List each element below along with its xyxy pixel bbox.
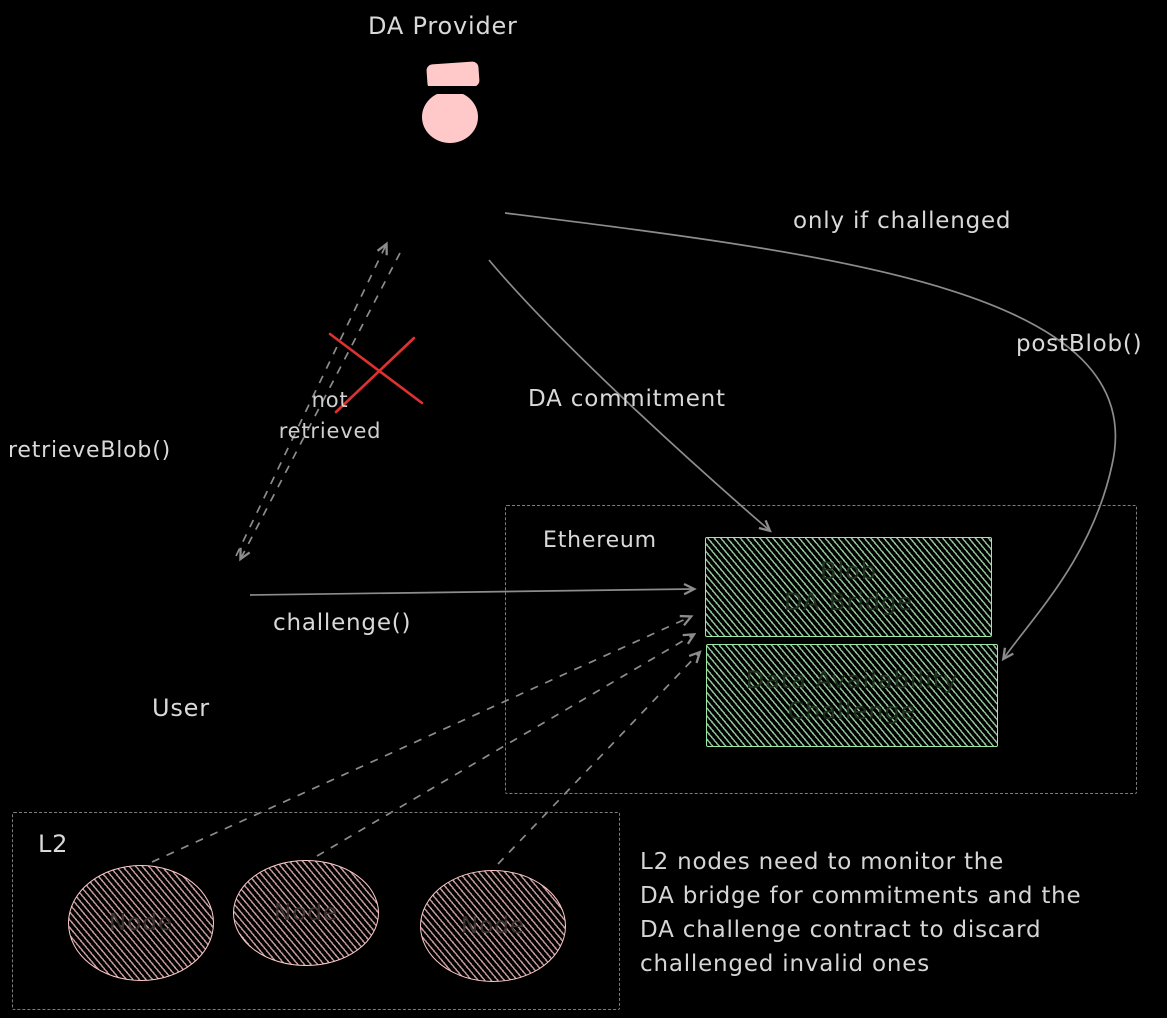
- note-line-3: DA challenge contract to discard: [640, 917, 1042, 943]
- l2-node-1-label: Node: [108, 910, 174, 936]
- not-retrieved-line1: not: [311, 388, 349, 412]
- retrieveblob-label: retrieveBlob(): [8, 438, 171, 463]
- node3-monitor-arrow: [497, 650, 702, 865]
- note-block: L2 nodes need to monitor the DA bridge f…: [640, 845, 1082, 981]
- note-line-1: L2 nodes need to monitor the: [640, 849, 1005, 875]
- only-if-challenged-label: only if challenged: [793, 208, 1012, 234]
- da-provider-icon: [414, 61, 488, 143]
- l2-node-3-label: Node: [460, 913, 526, 939]
- da-commitment-label: DA commitment: [528, 386, 726, 412]
- not-retrieved-label: not retrieved: [255, 385, 405, 447]
- ethereum-label: Ethereum: [543, 528, 657, 553]
- user-label: User: [152, 694, 210, 722]
- ethereum-container: [505, 505, 1137, 794]
- l2-label: L2: [38, 830, 69, 858]
- da-challenge-line1: Data Availability: [745, 665, 959, 694]
- note-line-2: DA bridge for commitments and the: [640, 883, 1082, 909]
- postblob-label: postBlob(): [1016, 331, 1143, 357]
- blob-da-bridge-line2: DA Bridge: [783, 588, 914, 616]
- l2-node-1: Node: [68, 865, 214, 981]
- l2-node-3: Node: [420, 870, 566, 982]
- not-retrieved-line2: retrieved: [278, 419, 382, 443]
- da-challenge-box: Data Availability Challenge: [706, 644, 998, 747]
- blob-da-bridge-line1: Blob: [819, 557, 878, 585]
- not-retrieved-cross-icon: [328, 332, 424, 414]
- challenge-arrow: [249, 582, 697, 596]
- note-line-4: challenged invalid ones: [640, 951, 931, 977]
- challenge-label: challenge(): [273, 610, 412, 636]
- postblob-arrow: [504, 212, 1117, 662]
- da-provider-label: DA Provider: [368, 12, 518, 40]
- da-commitment-arrow: [488, 259, 772, 533]
- l2-node-2-label: Node: [273, 900, 339, 926]
- blob-da-bridge-box: Blob DA Bridge: [705, 537, 992, 637]
- l2-node-2: Node: [233, 860, 379, 966]
- node1-monitor-arrow: [151, 614, 694, 863]
- l2-container: [12, 812, 620, 1010]
- da-challenge-line2: Challenge: [787, 696, 917, 725]
